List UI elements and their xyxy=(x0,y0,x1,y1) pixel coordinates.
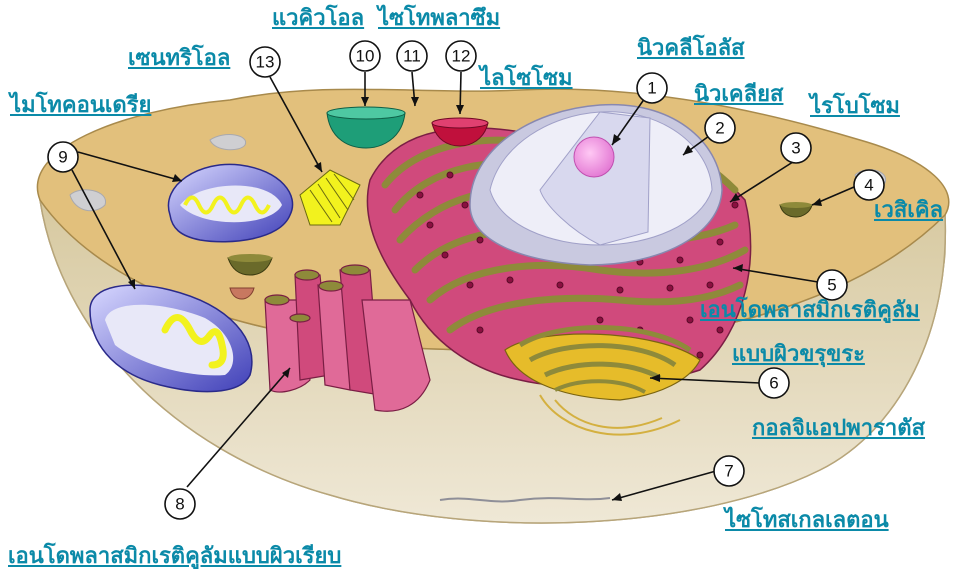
callout-number-9: 9 xyxy=(58,148,67,167)
callout-number-1: 1 xyxy=(647,79,656,98)
lysosome-rim xyxy=(432,118,488,128)
label-golgi: กอลจิแอปพาราตัส xyxy=(752,418,925,440)
callout-number-4: 4 xyxy=(864,176,873,195)
callout-number-10: 10 xyxy=(356,47,375,66)
label-vacuole: แวคิวโอล xyxy=(272,8,364,30)
vesicle-right-rim xyxy=(780,202,812,208)
callout-number-3: 3 xyxy=(791,139,800,158)
nucleolus xyxy=(574,137,614,177)
callout-number-8: 8 xyxy=(175,495,184,514)
callout-number-11: 11 xyxy=(403,47,421,66)
label-cytoplasm: ไซโทพลาซึม xyxy=(378,8,500,30)
label-centriole: เซนทริโอล xyxy=(128,48,230,70)
label-ribosome: ไรโบโซม xyxy=(810,96,900,118)
vacuole-rim xyxy=(327,107,405,119)
label-nucleus: นิวเคลียส xyxy=(694,84,783,106)
callout-number-2: 2 xyxy=(715,119,724,138)
label-cytoskeleton: ไซโทสเกลเลตอน xyxy=(725,510,889,532)
label-rough-er-line1: เอนโดพลาสมิกเรติคูลัม xyxy=(700,300,920,322)
label-nucleolus: นิวคลีโอลัส xyxy=(637,38,745,60)
callout-number-13: 13 xyxy=(256,53,275,72)
label-lysosome: ไลโซโซม xyxy=(480,68,573,90)
label-vesicle: เวสิเคิล xyxy=(874,200,943,222)
mitochondrion-top xyxy=(168,164,292,241)
callout-number-6: 6 xyxy=(769,374,778,393)
callout-number-12: 12 xyxy=(452,47,471,66)
callout-number-5: 5 xyxy=(827,276,836,295)
label-rough-er-line2: แบบผิวขรุขระ xyxy=(732,344,865,366)
label-mitochondria: ไมโทคอนเดรีย xyxy=(10,95,151,117)
label-smooth-er: เอนโดพลาสมิกเรติคูลัมแบบผิวเรียบ xyxy=(8,546,341,568)
callout-number-7: 7 xyxy=(724,462,733,481)
vesicle-rim xyxy=(228,254,272,262)
